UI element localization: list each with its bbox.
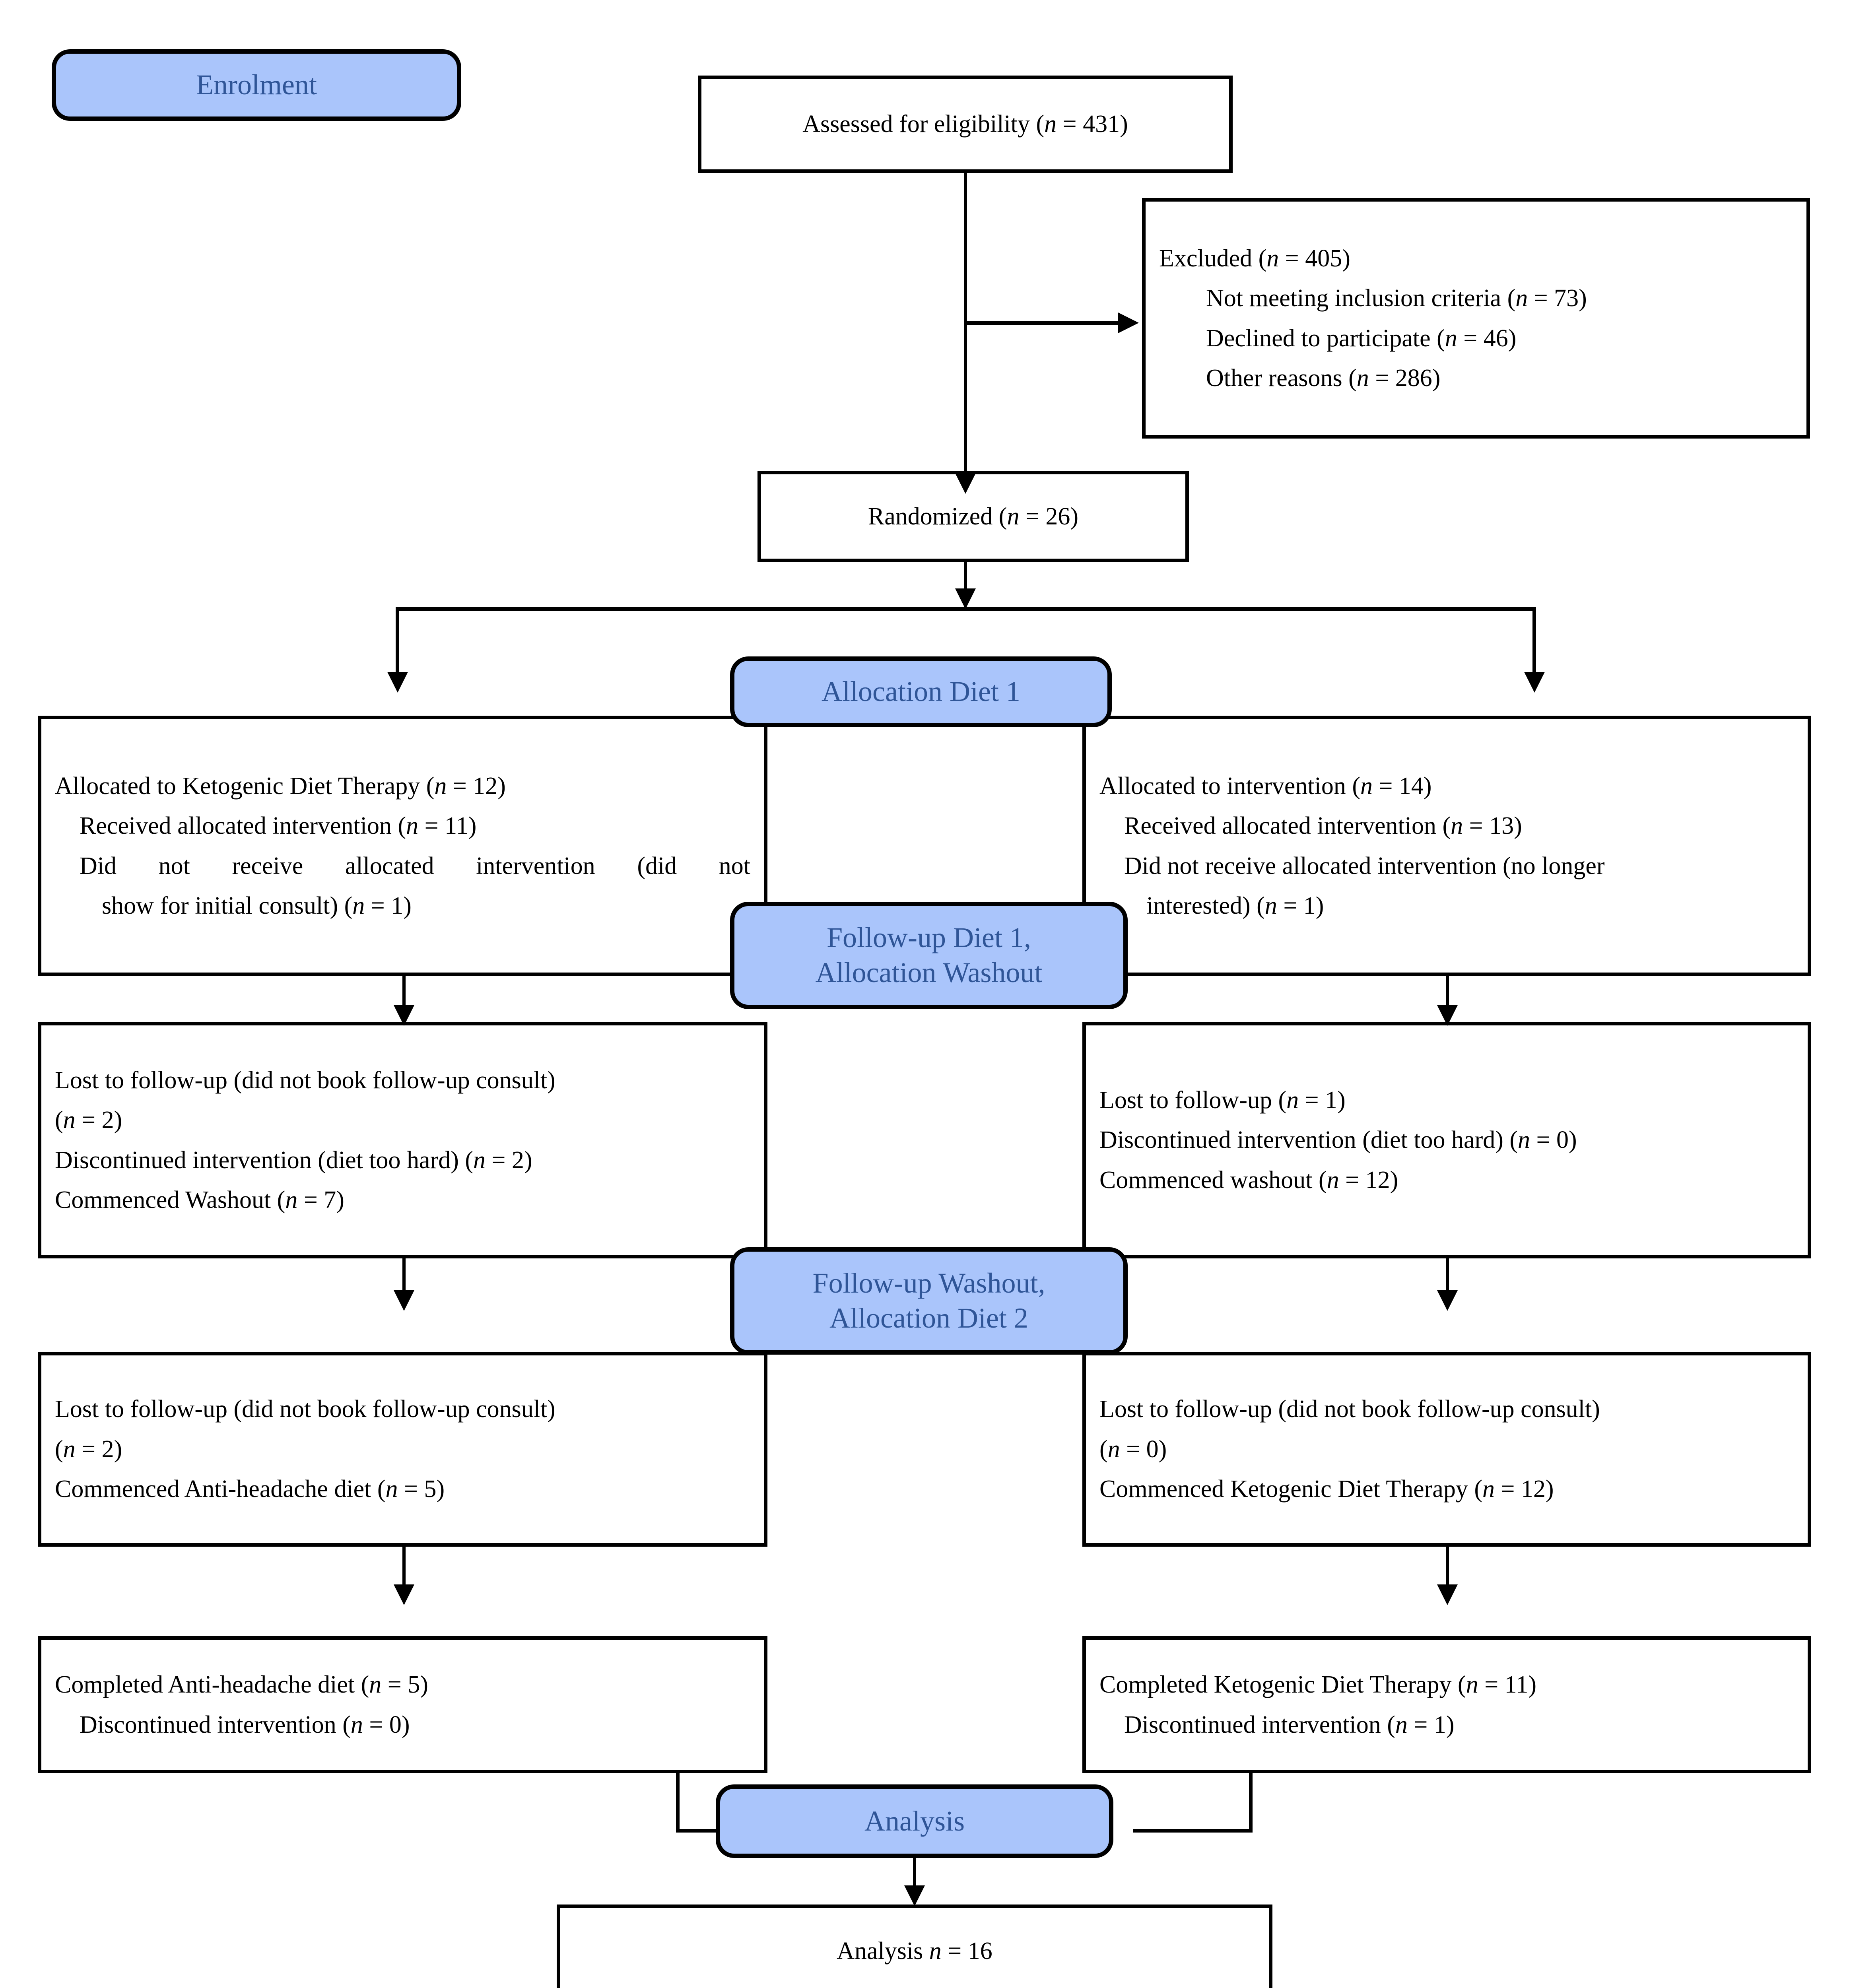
completion-right-line-1: Completed Ketogenic Diet Therapy (n = 11… [1099,1671,1536,1699]
arrow-alloc-right-to-fu1-right [1437,1005,1458,1026]
completion-right-box: Completed Ketogenic Diet Therapy (n = 11… [1082,1636,1811,1773]
stage-badge-followup-diet-1: Follow-up Diet 1, Allocation Washout [730,902,1128,1009]
completion-left-line-1: Completed Anti-headache diet (n = 5) [55,1671,428,1699]
followup-washout-right-line-1b: (n = 0) [1099,1435,1167,1463]
stage-badge-analysis-label: Analysis [864,1805,965,1837]
analysis-total-box: Analysis n = 16 [557,1905,1272,1988]
arrow-fuw-left-to-completion-left [394,1584,414,1605]
connector-fu1-right-to-fuw-right [1446,1258,1449,1307]
arrow-split-left [387,672,408,693]
completion-left-line-2: Discontinued intervention (n = 0) [80,1711,410,1738]
connector-completion-right-down [1249,1773,1253,1831]
stage-badge-followup-diet-1-line-2: Allocation Washout [815,957,1043,988]
followup-diet1-right-line-3: Commenced washout (n = 12) [1099,1166,1398,1194]
arrow-to-excluded-box [1118,313,1139,333]
arrow-alloc-left-to-fu1-left [394,1005,414,1026]
allocation-left-line-3a: Did not receive allocated intervention (… [80,852,750,879]
followup-diet1-left-line-1b: (n = 2) [55,1107,122,1134]
followup-diet1-left-line-2: Discontinued intervention (diet too hard… [55,1146,532,1174]
connector-split-right [1532,607,1536,683]
followup-diet1-left-line-1a: Lost to follow-up (did not book follow-u… [55,1066,555,1094]
allocation-right-line-2: Received allocated intervention (n = 13) [1124,812,1522,840]
followup-washout-left-line-1a: Lost to follow-up (did not book follow-u… [55,1396,555,1423]
connector-randomized-stem [964,562,967,596]
stage-badge-analysis: Analysis [716,1784,1113,1858]
allocation-right-line-3b: interested) (n = 1) [1146,892,1324,919]
excluded-box: Excluded (n = 405) Not meeting inclusion… [1142,198,1810,439]
stage-badge-followup-washout-label: Follow-up Washout, Allocation Diet 2 [813,1266,1045,1336]
arrow-assessed-to-randomized [955,473,976,494]
stage-badge-followup-washout-line-2: Allocation Diet 2 [829,1302,1028,1334]
arrow-fu1-left-to-fuw-left [394,1290,414,1311]
excluded-reason-0: Not meeting inclusion criteria (n = 73) [1206,285,1587,312]
arrow-split-right [1524,672,1545,693]
followup-diet1-left-line-3: Commenced Washout (n = 7) [55,1186,344,1213]
followup-washout-left-line-2: Commenced Anti-headache diet (n = 5) [55,1475,445,1503]
allocation-left-line-2: Received allocated intervention (n = 11) [80,812,477,840]
arrow-analysis-badge-to-box [904,1885,925,1906]
stage-badge-allocation-diet-1: Allocation Diet 1 [730,656,1112,727]
analysis-total-text: Analysis n = 16 [837,1938,992,1965]
followup-diet1-right-line-1: Lost to follow-up (n = 1) [1099,1086,1346,1114]
arrow-randomized-split [955,588,976,609]
allocation-left-line-3b: show for initial consult) (n = 1) [102,892,412,919]
allocation-left-line-1: Allocated to Ketogenic Diet Therapy (n =… [55,772,506,800]
connector-completion-left-down [676,1773,680,1831]
followup-washout-right-line-2: Commenced Ketogenic Diet Therapy (n = 12… [1099,1475,1554,1503]
followup-diet1-left-box: Lost to follow-up (did not book follow-u… [38,1022,767,1258]
arrow-fu1-right-to-fuw-right [1437,1290,1458,1311]
followup-washout-left-line-1b: (n = 2) [55,1435,122,1463]
randomized-text: Randomized (n = 26) [868,503,1079,530]
connector-analysis-badge-to-box [913,1858,916,1900]
arrow-fuw-right-to-completion-right [1437,1584,1458,1605]
stage-badge-followup-washout: Follow-up Washout, Allocation Diet 2 [730,1247,1128,1355]
stage-badge-followup-diet-1-label: Follow-up Diet 1, Allocation Washout [816,920,1043,990]
completion-left-box: Completed Anti-headache diet (n = 5) Dis… [38,1636,767,1773]
connector-fuw-right-to-completion-right [1446,1547,1449,1602]
allocation-right-box: Allocated to intervention (n = 14) Recei… [1082,716,1811,976]
followup-washout-right-line-1a: Lost to follow-up (did not book follow-u… [1099,1396,1600,1423]
connector-completion-right-to-analysis [1133,1829,1253,1833]
followup-washout-right-box: Lost to follow-up (did not book follow-u… [1082,1352,1811,1547]
connector-assessed-to-randomized [964,173,967,487]
stage-badge-enrolment-label: Enrolment [196,69,317,101]
followup-washout-left-box: Lost to follow-up (did not book follow-u… [38,1352,767,1547]
stage-badge-followup-diet-1-line-1: Follow-up Diet 1, [827,922,1031,954]
assessed-for-eligibility-text: Assessed for eligibility (n = 431) [802,111,1128,138]
allocation-right-line-3a: Did not receive allocated intervention (… [1124,852,1605,879]
stage-badge-enrolment: Enrolment [52,49,461,121]
excluded-reason-2: Other reasons (n = 286) [1206,364,1441,392]
connector-alloc-left-to-fu1-left [402,976,406,1022]
allocation-right-line-1: Allocated to intervention (n = 14) [1099,772,1432,800]
assessed-for-eligibility-box: Assessed for eligibility (n = 431) [698,76,1233,173]
connector-to-excluded-box [964,321,1123,325]
connector-fuw-left-to-completion-left [402,1547,406,1602]
connector-alloc-right-to-fu1-right [1446,976,1449,1022]
stage-badge-allocation-diet-1-label: Allocation Diet 1 [822,676,1020,708]
excluded-reason-1: Declined to participate (n = 46) [1206,324,1517,352]
connector-fu1-left-to-fuw-left [402,1258,406,1307]
followup-diet1-right-line-2: Discontinued intervention (diet too hard… [1099,1126,1577,1154]
stage-badge-followup-washout-line-1: Follow-up Washout, [812,1267,1045,1299]
connector-split-left [396,607,399,683]
followup-diet1-right-box: Lost to follow-up (n = 1) Discontinued i… [1082,1022,1811,1258]
completion-right-line-2: Discontinued intervention (n = 1) [1124,1711,1455,1738]
allocation-left-box: Allocated to Ketogenic Diet Therapy (n =… [38,716,767,976]
excluded-title: Excluded (n = 405) [1159,245,1350,272]
